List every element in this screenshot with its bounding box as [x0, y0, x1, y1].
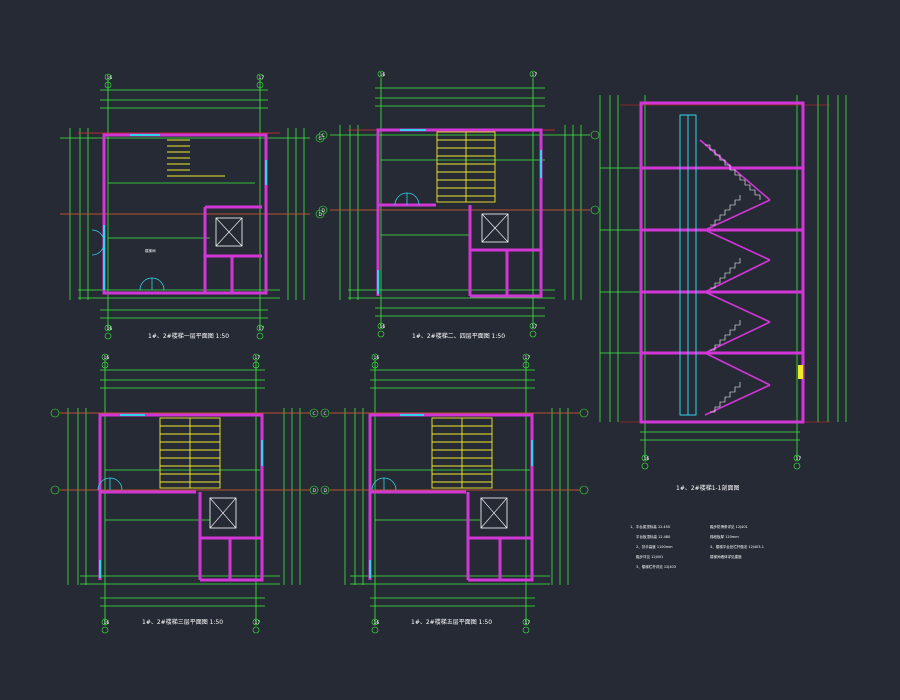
plan3-stair: [159, 417, 221, 489]
plan4-windows: [369, 414, 533, 578]
plan2-dimension-lines: [330, 78, 590, 328]
plan2-elevator: [481, 213, 509, 243]
plan1-axis-left-bottom: 16: [107, 326, 113, 332]
plan2-axis-bubbles: 16 17 16 17 C D: [318, 70, 600, 338]
section-stair-flights: [699, 139, 771, 416]
plan1-room-label: 楼梯间: [145, 248, 156, 253]
plan4-stair: [431, 417, 493, 489]
note-2: 平台板顶标高 12.480: [636, 534, 670, 539]
plan2-doors: [394, 192, 420, 206]
plan2-axis-c: C: [322, 133, 325, 139]
plan1-doors: [91, 229, 165, 291]
section-axis-bubbles: 16 17: [641, 454, 802, 470]
section-axis-right: 17: [796, 456, 802, 462]
plan4-caption: 1#、2#楼梯五层平面图 1:50: [411, 618, 492, 626]
section-level-markers: [798, 365, 803, 379]
plan4-axis-bubbles: 16 17 16 17 C D: [320, 353, 589, 634]
plan3-caption: 1#、2#楼梯三层平面图 1:50: [142, 618, 223, 626]
plan2-windows: [377, 129, 542, 294]
plan3-windows: [99, 414, 263, 578]
section-stair-steps: [705, 144, 761, 413]
plan2-axis-right-bottom: 17: [532, 324, 538, 330]
plan3-axis-right-top: 17: [255, 355, 261, 361]
plan1-windows: [103, 134, 267, 290]
plan3-axis-d: D: [313, 488, 317, 494]
plan3-axis-left-top: 16: [104, 355, 110, 361]
section-1-1: 16 17 1#、2#楼梯1-1剖面图: [599, 95, 847, 492]
plan2-axis-left-bottom: 16: [380, 324, 386, 330]
plan4-axis-c: C: [324, 411, 327, 417]
section-glass: [679, 114, 697, 416]
plan3-axis-right-bottom: 17: [255, 620, 261, 626]
note-8: 4、楼梯平台处栏杆做法 12J403-1: [710, 544, 764, 549]
plan4-axis-right-top: 17: [525, 355, 531, 361]
note-5: 3、楼梯栏杆详见 12J403: [636, 564, 676, 569]
note-4: 踏步详见 12J401: [636, 554, 663, 559]
plan3-walls: [98, 413, 264, 582]
plan2-walls: [376, 128, 543, 298]
plan1-elevator: [215, 217, 243, 247]
section-dimension-lines: [599, 95, 847, 460]
note-6: 踏步防滑条详见 12J401: [710, 524, 748, 529]
plan1-axis-right-top: 17: [259, 75, 265, 81]
plan3-doors: [97, 477, 123, 491]
plan1-walls: [102, 133, 268, 295]
plan3-axis-left-bottom: 16: [104, 620, 110, 626]
plan4-axis-right-bottom: 17: [525, 620, 531, 626]
plan3-axis-c: C: [313, 411, 316, 417]
note-9: 楼梯间墙体详见建施: [710, 554, 742, 559]
plan4-axis-left-bottom: 16: [374, 620, 380, 626]
plan2-caption: 1#、2#楼梯二、四层平面图 1:50: [412, 332, 505, 340]
plan4-walls: [368, 413, 534, 582]
note-1: 1、平台梁顶标高 12.450: [630, 524, 670, 529]
plan1-axis-c: C: [319, 136, 322, 142]
section-caption: 1#、2#楼梯1-1剖面图: [676, 484, 740, 492]
plan-2-second-fourth-floor: 16 17 16 17 C D: [318, 70, 600, 340]
plan4-axis-left-top: 16: [374, 355, 380, 361]
note-3: 2、扶手高度 1100mm: [636, 544, 673, 549]
plan1-axis-d: D: [319, 212, 323, 218]
plan1-axis-bubbles: 16 17 16 17 C D: [104, 73, 325, 340]
plan4-axis-d: D: [324, 488, 328, 494]
plan4-doors: [371, 477, 397, 491]
section-walls: [639, 101, 805, 424]
plan1-caption: 1#、2#楼梯一层平面图 1:50: [148, 332, 229, 340]
plan4-elevator: [480, 497, 508, 529]
plan3-elevator: [209, 497, 237, 529]
plan2-axis-right-top: 17: [532, 72, 538, 78]
plan1-axis-right-bottom: 17: [259, 326, 265, 332]
section-axis-left: 16: [644, 456, 650, 462]
plan2-stair: [436, 131, 496, 203]
plan2-axis-d: D: [322, 208, 326, 214]
plan1-axis-left-top: 16: [107, 75, 113, 81]
plan2-axis-left-top: 16: [380, 72, 386, 78]
note-7: 梯段板厚 120mm: [710, 534, 739, 539]
general-notes: 1、平台梁顶标高 12.450 平台板顶标高 12.480 2、扶手高度 110…: [630, 524, 764, 569]
plan1-stair: [167, 139, 225, 177]
plan-1-ground-floor: 16 17 16 17 C D: [60, 73, 325, 340]
plan-4-fifth-floor: 16 17 16 17 C D: [320, 353, 589, 634]
plan-3-third-floor: 16 17 16 17 C D: [50, 353, 319, 634]
